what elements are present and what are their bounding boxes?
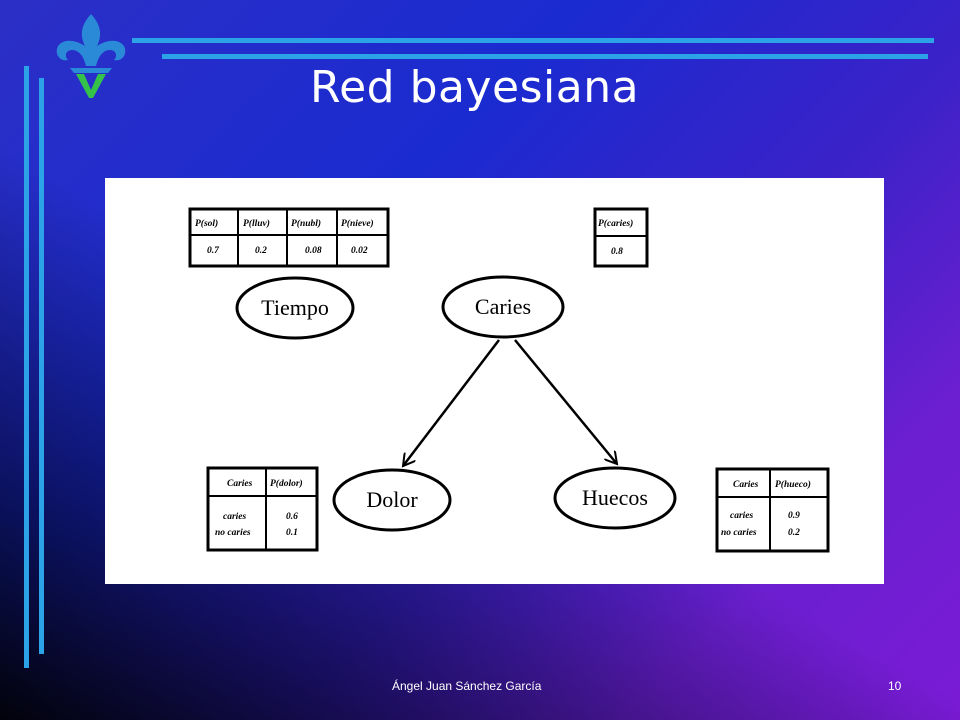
tiempo-value-nieve: 0.02: [351, 246, 368, 256]
node-tiempo-label: Tiempo: [261, 295, 329, 320]
node-huecos-label: Huecos: [582, 485, 648, 510]
dolor-row-label-caries: caries: [223, 512, 247, 522]
hueco-header-phueco: P(hueco): [775, 479, 811, 490]
bayesian-network-figure: P(sol) P(lluv) P(nubl) P(nieve) 0.7 0.2 …: [105, 178, 884, 584]
dolor-row-value-no-caries: 0.1: [286, 528, 298, 538]
hueco-header-caries: Caries: [733, 480, 759, 490]
dolor-header-pdolor: P(dolor): [270, 478, 303, 489]
tiempo-value-lluv: 0.2: [255, 246, 267, 256]
tiempo-value-sol: 0.7: [207, 246, 220, 256]
footer-author: Ángel Juan Sánchez García: [392, 679, 542, 693]
tiempo-probability-table: P(sol) P(lluv) P(nubl) P(nieve) 0.7 0.2 …: [188, 207, 390, 268]
footer-page-number: 10: [888, 679, 902, 693]
accent-horizontal-line-top: [132, 38, 934, 43]
hueco-row-label-caries: caries: [730, 511, 754, 521]
accent-vertical-line-inner: [39, 78, 44, 654]
tiempo-value-nubl: 0.08: [305, 246, 322, 256]
dolor-probability-table: Caries P(dolor) caries no caries 0.6 0.1: [206, 466, 319, 552]
tiempo-header-lluv: P(lluv): [243, 218, 270, 229]
dolor-header-caries: Caries: [227, 479, 253, 489]
edge-caries-to-dolor: [403, 339, 500, 466]
hueco-probability-table: Caries P(hueco) caries no caries 0.9 0.2: [715, 467, 830, 553]
accent-vertical-line-outer: [24, 66, 29, 668]
node-dolor-label: Dolor: [366, 487, 418, 512]
node-huecos: Huecos: [553, 466, 677, 530]
caries-table-value: 0.8: [611, 247, 623, 257]
accent-horizontal-line-bottom: [162, 54, 928, 59]
dolor-row-value-caries: 0.6: [286, 512, 298, 522]
node-dolor: Dolor: [332, 468, 452, 532]
hueco-row-value-no-caries: 0.2: [788, 528, 800, 538]
node-caries: Caries: [441, 275, 565, 339]
caries-probability-table: P(caries) 0.8: [593, 207, 649, 268]
hueco-row-label-no-caries: no caries: [721, 528, 757, 538]
edge-caries-to-huecos: [514, 339, 617, 464]
hueco-row-value-caries: 0.9: [788, 511, 800, 521]
dolor-row-label-no-caries: no caries: [215, 528, 251, 538]
node-tiempo: Tiempo: [235, 276, 355, 340]
tiempo-header-nieve: P(nieve): [341, 218, 374, 229]
slide-title: Red bayesiana: [310, 62, 640, 113]
tiempo-header-sol: P(sol): [195, 218, 218, 229]
tiempo-header-nubl: P(nubl): [291, 218, 321, 229]
bayesian-network-diagram: P(sol) P(lluv) P(nubl) P(nieve) 0.7 0.2 …: [188, 207, 830, 553]
fleur-de-lis-v-logo-icon: [56, 14, 126, 98]
caries-table-header: P(caries): [598, 218, 633, 229]
node-caries-label: Caries: [475, 294, 531, 319]
